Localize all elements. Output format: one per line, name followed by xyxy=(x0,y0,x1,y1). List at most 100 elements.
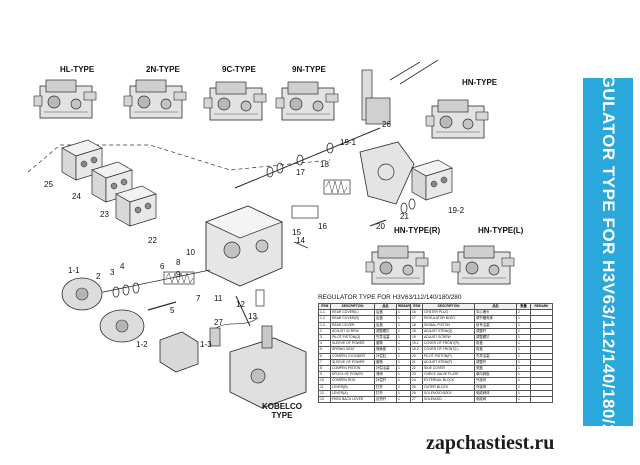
callout-1-1: 1-1 xyxy=(68,266,80,275)
rear-cover-center xyxy=(159,331,199,373)
table-cell: FEED BACK LEVER xyxy=(330,396,375,404)
callout-20: 20 xyxy=(376,222,385,231)
callout-1-2: 1-2 xyxy=(136,340,148,349)
callout-5: 5 xyxy=(170,306,175,315)
table-cell xyxy=(530,340,553,348)
callout-19-1: 19-1 xyxy=(340,138,357,147)
callout-24: 24 xyxy=(72,192,81,201)
table-cell xyxy=(530,377,553,385)
table-cell xyxy=(530,327,553,336)
table-title: REGULATOR TYPE FOR H3V63/112/140/180/280 xyxy=(318,294,462,301)
type-label-9c: 9C-TYPE xyxy=(222,65,256,74)
rear-cover-l xyxy=(61,277,103,311)
title-banner xyxy=(583,78,633,426)
callout-16: 16 xyxy=(318,222,327,231)
table-cell xyxy=(530,365,553,373)
solenoid-assembly xyxy=(361,59,439,125)
table-cell: 27 xyxy=(410,396,423,404)
callout-4: 4 xyxy=(120,262,125,271)
table-cell xyxy=(530,333,553,342)
callout-14: 14 xyxy=(296,236,305,245)
table-cell xyxy=(530,371,553,379)
table-cell xyxy=(530,383,553,391)
callout-23: 23 xyxy=(100,210,109,219)
type-label-hl: HL-TYPE xyxy=(60,65,95,74)
parts-table: REGULATOR TYPE FOR H3V63/112/140/180/280… xyxy=(318,293,553,404)
table-header-cell: REMARK xyxy=(396,302,411,311)
parts-list: ITEMDESCRIPTION品名REMARKITEMDESCRIPTION品名… xyxy=(318,302,553,404)
callout-11: 11 xyxy=(214,294,223,303)
callout-9: 9 xyxy=(176,270,181,279)
lever-parts xyxy=(147,241,309,327)
type-label-hn: HN-TYPE xyxy=(462,78,498,87)
table-cell: 电磁阀 xyxy=(474,396,517,404)
callout-13: 13 xyxy=(248,312,257,321)
table-header-row: ITEMDESCRIPTION品名REMARKITEMDESCRIPTION品名… xyxy=(318,302,553,311)
regulator-hl-type xyxy=(33,79,97,119)
callout-27: 27 xyxy=(214,318,223,327)
regulator-hn-type-l xyxy=(451,245,515,285)
front-cover-l xyxy=(411,159,453,201)
callout-25: 25 xyxy=(44,180,53,189)
callout-19-2: 19-2 xyxy=(448,206,465,215)
table-cell xyxy=(530,321,553,329)
table-header-cell: REMARK xyxy=(530,302,553,311)
callout-6: 6 xyxy=(160,262,165,271)
spring-stack-right xyxy=(291,179,351,219)
table-cell: 1 xyxy=(396,396,411,404)
kobelco-line2: TYPE xyxy=(271,411,293,420)
regulator-9n-type xyxy=(275,81,339,121)
table-cell: 反馈杆 xyxy=(374,396,397,404)
regulator-9c-type xyxy=(203,81,267,121)
table-cell xyxy=(530,396,553,404)
type-label-hn-r: HN-TYPE(R) xyxy=(394,226,441,235)
table-cell xyxy=(530,315,553,323)
spring-stack-left xyxy=(83,269,211,298)
check-valve-plate xyxy=(115,185,157,227)
banner-title: REGULATOR TYPE FOR H3V63/112/140/180/280 xyxy=(599,50,618,454)
regulator-body xyxy=(205,205,283,287)
table-cell xyxy=(530,309,553,317)
callout-26: 26 xyxy=(382,120,391,129)
regulator-hn-type xyxy=(425,99,489,139)
callout-21: 21 xyxy=(400,212,409,221)
callout-22: 22 xyxy=(148,236,157,245)
callout-8: 8 xyxy=(176,258,181,267)
callout-1-3: 1-3 xyxy=(200,340,212,349)
callout-10: 10 xyxy=(186,248,195,257)
callout-3: 3 xyxy=(110,268,115,277)
table-cell: 1 xyxy=(516,396,531,404)
rear-cover-r xyxy=(99,309,145,343)
watermark-text: zapchastiest.ru xyxy=(426,432,555,454)
table-cell xyxy=(530,346,553,354)
table-cell xyxy=(530,358,553,367)
callout-15: 15 xyxy=(292,228,301,237)
type-label-2n: 2N-TYPE xyxy=(146,65,180,74)
regulator-kobelco-type xyxy=(229,325,307,409)
callout-2: 2 xyxy=(96,272,101,281)
table-cell xyxy=(530,389,553,398)
small-pistons xyxy=(369,198,416,227)
table-cell: 13 xyxy=(318,396,331,404)
type-label-hn-l: HN-TYPE(L) xyxy=(478,226,524,235)
solenoid-27 xyxy=(209,317,259,347)
callout-7: 7 xyxy=(196,294,201,303)
type-label-kobelco: KOBELCO TYPE xyxy=(262,402,302,420)
type-label-9n: 9N-TYPE xyxy=(292,65,326,74)
